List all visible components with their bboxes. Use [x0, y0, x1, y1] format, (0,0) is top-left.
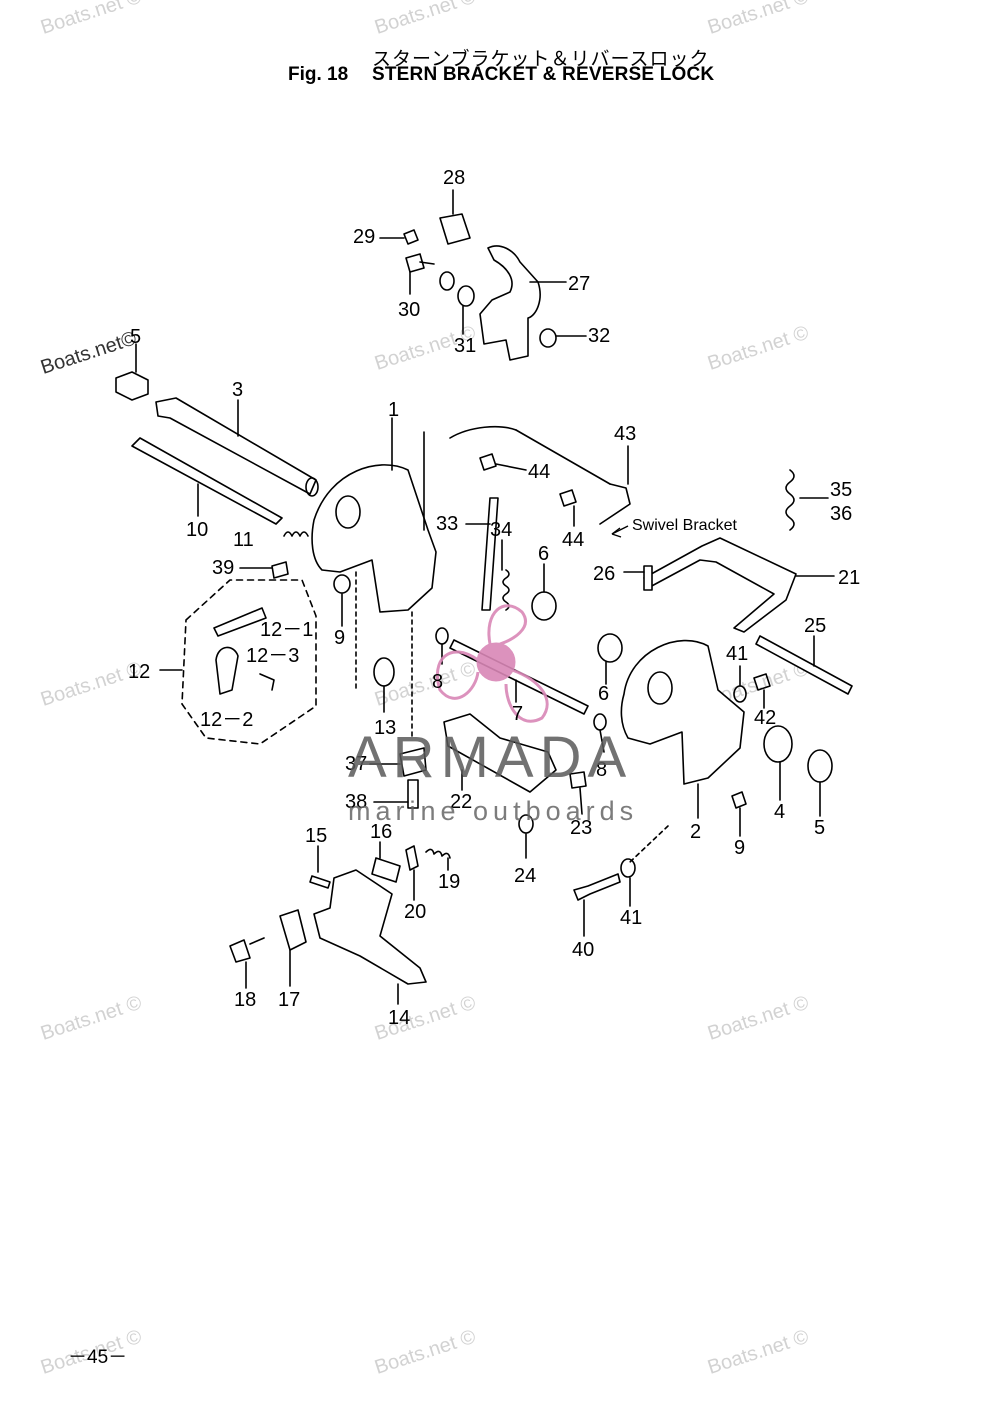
callout-28: 28	[443, 167, 465, 189]
part-12-3-pin	[259, 673, 275, 691]
callout-12-3: 12－3	[246, 645, 299, 667]
callout-43: 43	[614, 423, 636, 445]
callout-7: 7	[512, 703, 523, 725]
part-25-rod	[755, 635, 853, 695]
callout-44-bottom: 44	[562, 529, 584, 551]
callout-6-top: 6	[538, 543, 549, 565]
callout-4: 4	[774, 801, 785, 823]
part-34-spring	[502, 569, 510, 611]
callout-17: 17	[278, 989, 300, 1011]
callout-13: 13	[374, 717, 396, 739]
figure-title: STERN BRACKET & REVERSE LOCK	[372, 64, 715, 85]
callout-33: 33	[436, 513, 458, 535]
part-39-plate	[271, 561, 289, 579]
part-38-bolt	[407, 779, 419, 809]
brand-name: ARMADA	[348, 725, 633, 790]
part-30-bolt	[405, 253, 425, 273]
part-11-spring	[283, 531, 309, 537]
part-12-1-pin	[213, 607, 267, 637]
callout-26: 26	[593, 563, 615, 585]
callout-41-top: 41	[726, 643, 748, 665]
callout-27: 27	[568, 273, 590, 295]
callout-44-top: 44	[528, 461, 550, 483]
part-22-lever	[443, 713, 557, 793]
callout-3: 3	[232, 379, 243, 401]
brand-tagline: marine outboards	[348, 796, 639, 826]
part-3-shaft	[155, 397, 317, 495]
callout-42: 42	[754, 707, 776, 729]
page-number: －45－	[68, 1347, 128, 1368]
callout-14: 14	[388, 1007, 410, 1029]
callout-9-left: 9	[334, 627, 345, 649]
callout-8-left: 8	[432, 671, 443, 693]
callout-12: 12	[128, 661, 150, 683]
callout-25: 25	[804, 615, 826, 637]
callout-5-right: 5	[814, 817, 825, 839]
part-40-bolt	[573, 873, 621, 901]
callout-12-2: 12－2	[200, 709, 253, 731]
callout-31: 31	[454, 335, 476, 357]
callout-39: 39	[212, 557, 234, 579]
part-43-wire	[599, 483, 631, 525]
part-5-nut	[115, 371, 149, 401]
callout-10: 10	[186, 519, 208, 541]
callout-15: 15	[305, 825, 327, 847]
part-21-swivel-bracket	[643, 537, 797, 633]
callout-11: 11	[233, 529, 254, 551]
callout-35: 35	[830, 479, 852, 501]
callout-16: 16	[370, 821, 392, 843]
part-37-block	[399, 747, 427, 777]
callout-41-bottom: 41	[620, 907, 642, 929]
part-29-screw	[403, 229, 419, 245]
part-14-bracket	[313, 869, 427, 985]
callout-18: 18	[234, 989, 256, 1011]
callout-8-right: 8	[596, 759, 607, 781]
callout-19: 19	[438, 871, 460, 893]
callout-20: 20	[404, 901, 426, 923]
part-12-group-box	[181, 579, 317, 745]
part-33-rod	[481, 497, 499, 611]
callout-29: 29	[353, 226, 375, 248]
callout-24: 24	[514, 865, 536, 887]
callout-12-1: 12－1	[260, 619, 313, 641]
title-japanese: スターンブラケット＆リバースロック	[372, 48, 710, 70]
part-1-stern-bracket	[311, 464, 437, 613]
figure-number: Fig. 18	[288, 64, 349, 85]
callout-40: 40	[572, 939, 594, 961]
callout-6-bottom: 6	[598, 683, 609, 705]
callout-34: 34	[490, 519, 512, 541]
part-27-bracket	[479, 245, 541, 361]
callout-30: 30	[398, 299, 420, 321]
swivel-bracket-note: Swivel Bracket	[632, 517, 737, 534]
part-28-plate	[439, 213, 471, 245]
callout-23: 23	[570, 817, 592, 839]
callout-2: 2	[690, 821, 701, 843]
part-10-rod	[131, 437, 283, 525]
callout-32: 32	[588, 325, 610, 347]
callout-37: 37	[345, 753, 367, 775]
callout-1: 1	[388, 399, 399, 421]
callout-9-right: 9	[734, 837, 745, 859]
brand-logo-icon	[435, 604, 549, 723]
part-12-2-lever	[215, 646, 239, 695]
callout-5-left: 5	[130, 326, 141, 348]
callout-38: 38	[345, 791, 367, 813]
callout-36: 36	[830, 503, 852, 525]
callout-21: 21	[838, 567, 860, 589]
part-35-spring	[785, 469, 795, 531]
callout-22: 22	[450, 791, 472, 813]
